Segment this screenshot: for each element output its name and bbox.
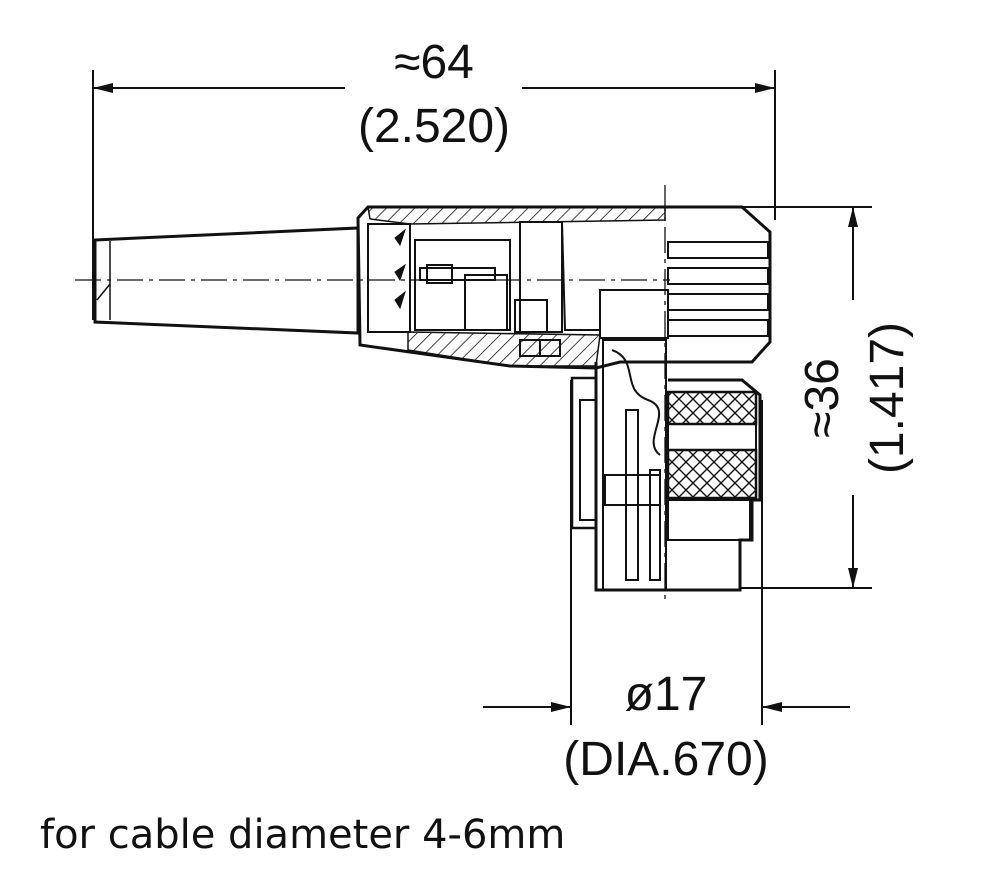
width-dimension: ≈64 (2.520) [92, 36, 776, 320]
diameter-inch-label: (DIA.670) [563, 733, 768, 786]
height-dimension: ≈36 (1.417) [740, 206, 914, 589]
housing-ribs [599, 241, 769, 339]
diameter-approx-label: ø17 [625, 668, 708, 721]
knurled-ring [666, 390, 758, 541]
height-inch-label: (1.417) [861, 322, 914, 474]
cable-diameter-caption: for cable diameter 4-6mm [40, 812, 565, 858]
connector-body [75, 185, 772, 605]
width-inch-label: (2.520) [358, 100, 510, 153]
diameter-dimension: ø17 (DIA.670) [483, 380, 850, 786]
width-approx-label: ≈64 [394, 36, 474, 89]
housing [356, 205, 772, 370]
plug-body [570, 339, 762, 592]
height-approx-label: ≈36 [796, 358, 849, 438]
